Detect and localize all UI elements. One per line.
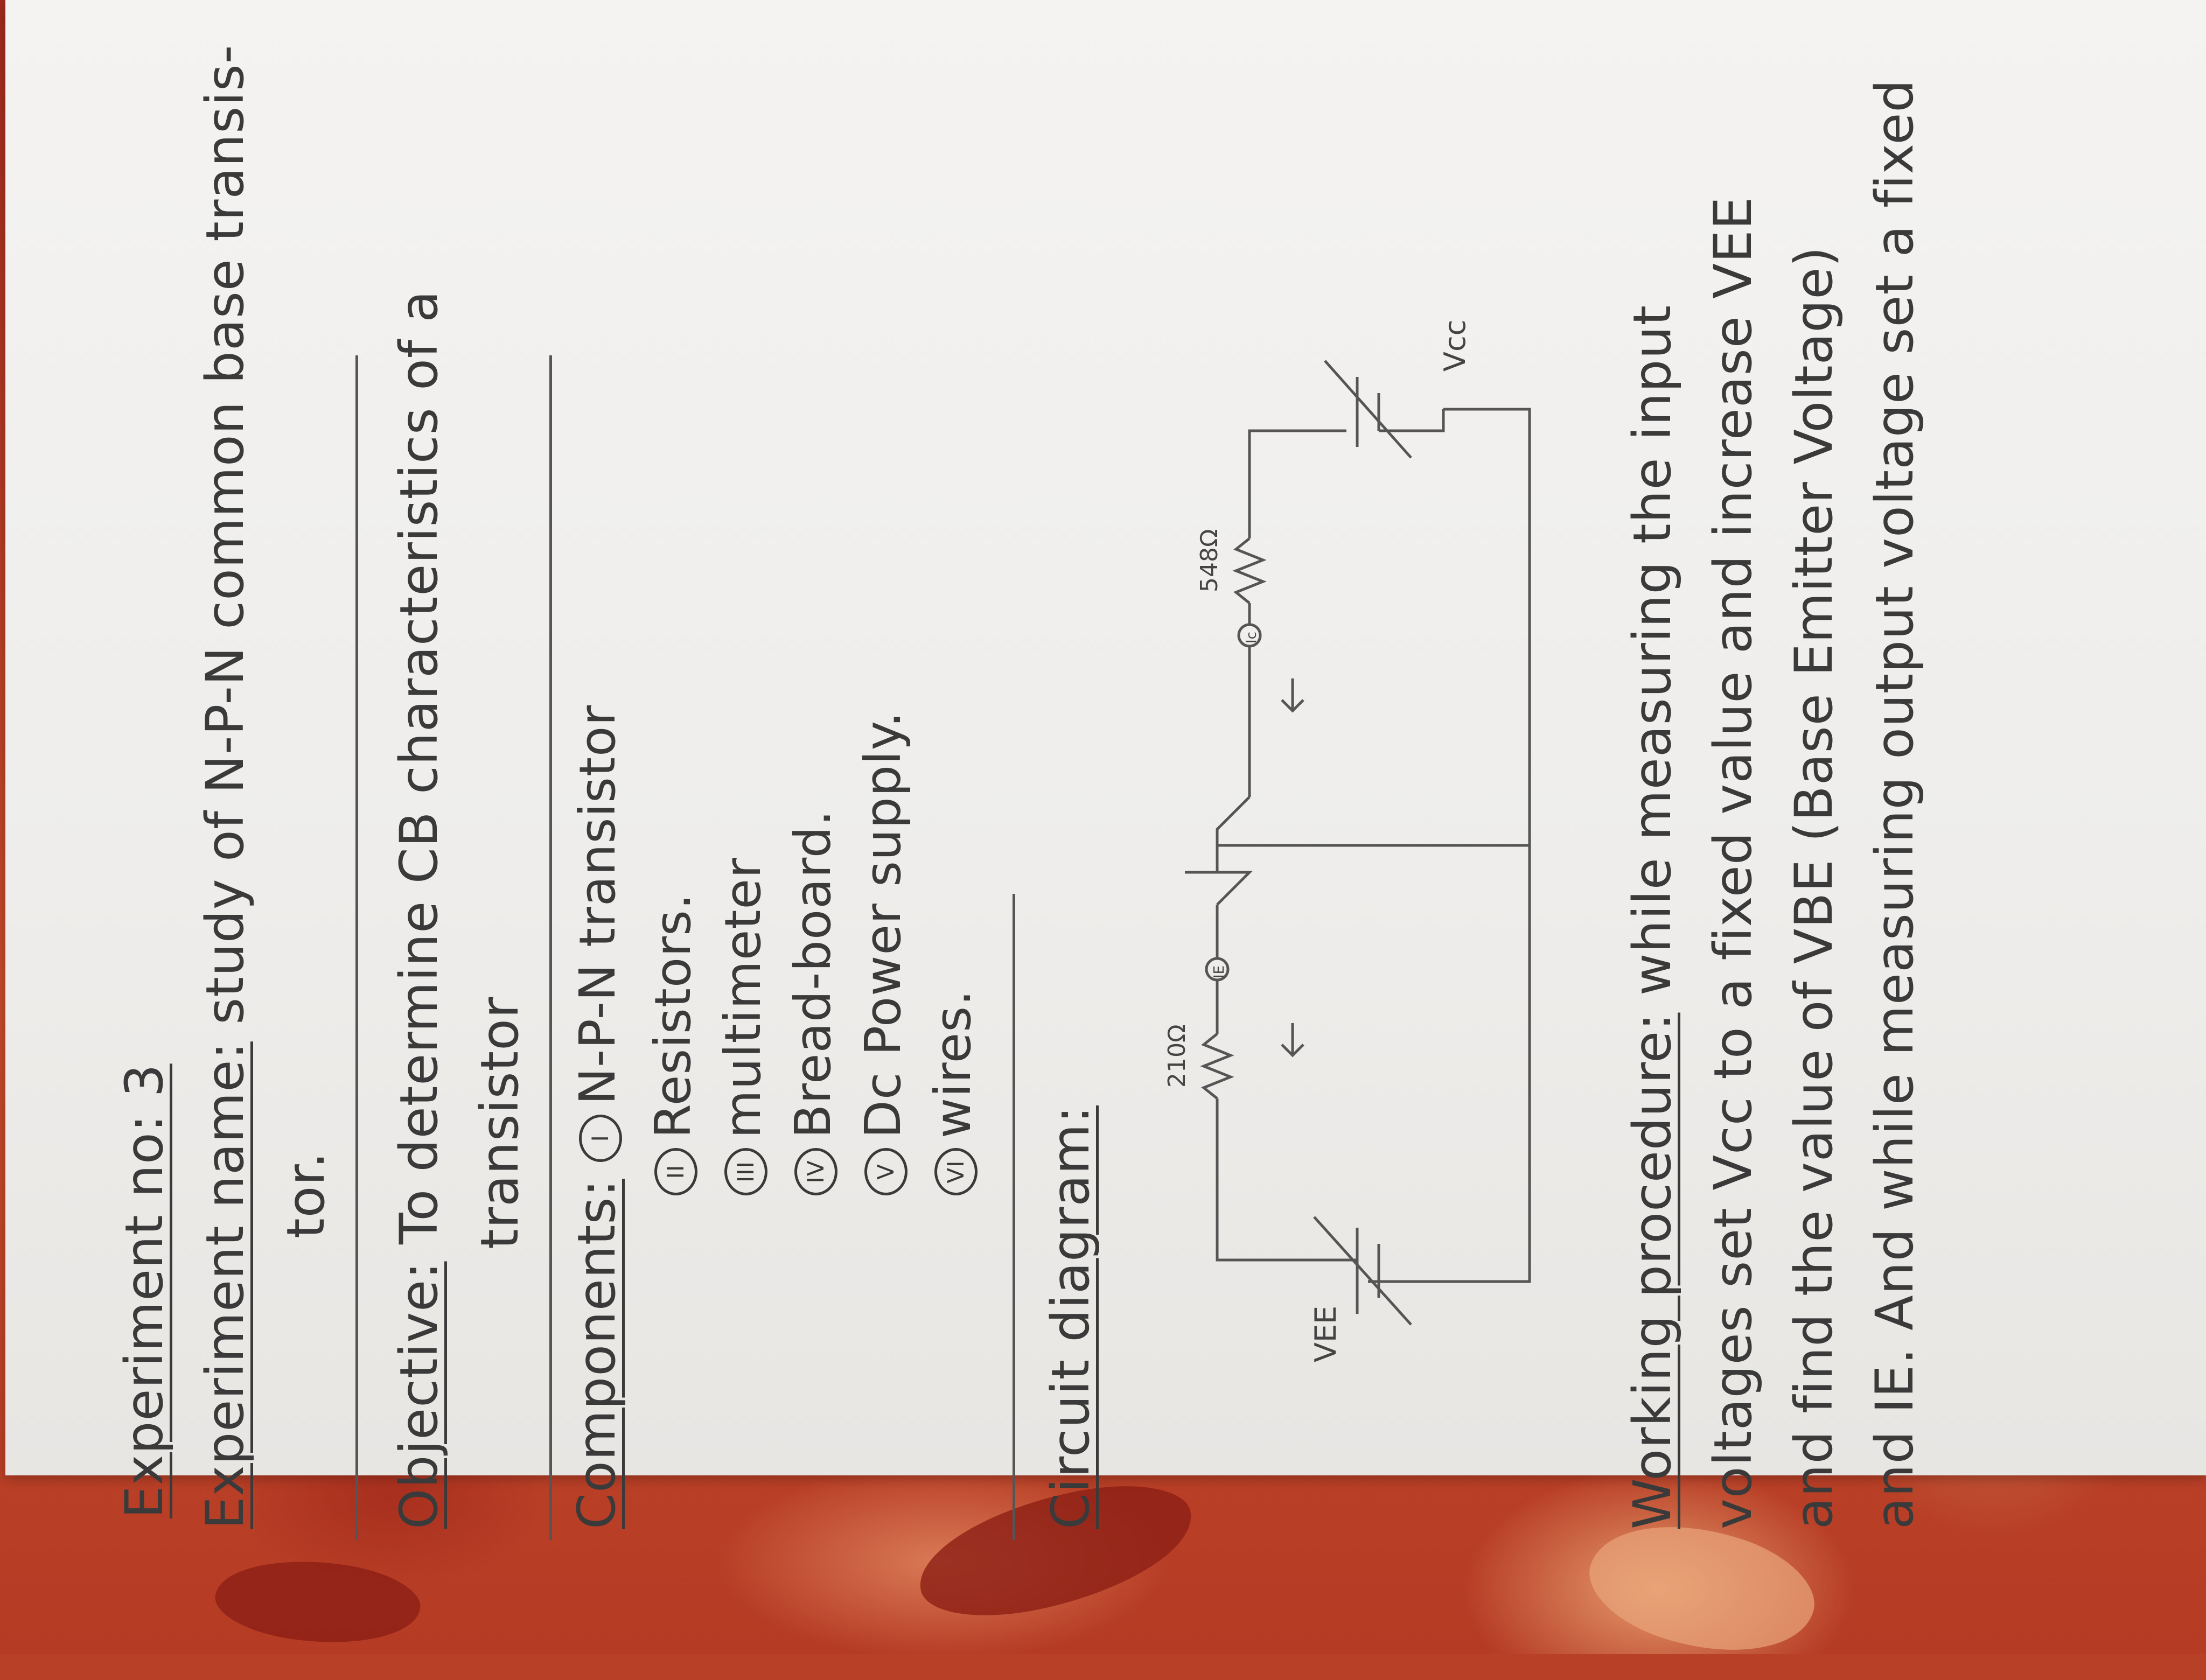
circuit-wire [1216, 1098, 1293, 1262]
source-left-variable-arrow [1313, 1216, 1412, 1326]
circuit-diagram: 210Ω 548Ω VEE Vcc IE Ic [1163, 320, 1531, 1362]
front-paper-sheet [5, 0, 2206, 1475]
current-arrow-right [1281, 678, 1304, 713]
transistor-collector [1216, 796, 1251, 872]
experiment-name-text-2: tor. [276, 1151, 336, 1238]
procedure-text-2: voltages set Vcc to a fixed value and in… [1703, 196, 1763, 1529]
procedure-text-3: and find the value of VBE (Base Emitter … [1784, 246, 1844, 1529]
handwritten-document: Experiment no: 3 Experiment name: study … [75, 0, 2176, 1540]
component-text: multimeter [714, 857, 772, 1138]
circuit-wire [1248, 429, 1346, 538]
source-right-variable-arrow [1324, 360, 1412, 459]
resistor-right-symbol [1232, 537, 1267, 604]
component-text: Resistors. [644, 893, 702, 1138]
resistor-left-label: 210Ω [1163, 1024, 1191, 1088]
experiment-name-label: Experiment name: [195, 1041, 255, 1529]
experiment-number-label: Experiment no: [114, 1114, 174, 1518]
component-item-6: VI wires. [924, 990, 982, 1195]
item-number-badge: III [724, 1148, 767, 1195]
item-number-badge: II [654, 1148, 697, 1195]
component-item-5: V Dc Power supply. [854, 711, 912, 1195]
procedure-line-1: Working procedure: while measuring the i… [1622, 305, 1683, 1529]
component-item-1: I N-P-N transistor [567, 705, 627, 1162]
source-right-plates [1356, 377, 1380, 447]
component-text: N-P-N transistor [569, 704, 626, 1105]
resistor-left-symbol [1200, 1033, 1234, 1100]
divider-line [1013, 894, 1015, 1540]
components-label: Components: [567, 1179, 627, 1529]
procedure-text-1: while measuring the input [1622, 305, 1683, 996]
objective-text-1: To determine CB characteristics of a [389, 290, 449, 1244]
components-line: Components: I N-P-N transistor [567, 705, 627, 1529]
procedure-line-2: voltages set Vcc to a fixed value and in… [1703, 197, 1763, 1529]
experiment-number: 3 [114, 1063, 174, 1097]
item-number-badge: V [864, 1148, 907, 1195]
item-number-badge: VI [934, 1148, 978, 1195]
procedure-line-4: and IE. And while measuring output volta… [1865, 79, 1925, 1529]
experiment-name-text-1: study of N-P-N common base transis- [195, 44, 255, 1025]
component-text: Dc Power supply. [854, 711, 912, 1138]
component-item-2: II Resistors. [644, 893, 702, 1195]
experiment-number-line: Experiment no: 3 [114, 1063, 174, 1518]
component-item-3: III multimeter [714, 857, 772, 1195]
current-arrow-left [1281, 1023, 1304, 1058]
procedure-text-4: and IE. And while measuring output volta… [1865, 79, 1925, 1529]
item-number-badge: I [578, 1114, 622, 1162]
objective-line: Objective: To determine CB characteristi… [389, 290, 449, 1529]
ammeter-right-label: Ic [1244, 632, 1260, 643]
circuit-diagram-label: Circuit diagram: [1041, 1105, 1101, 1529]
objective-line-2: transistor [470, 997, 530, 1249]
experiment-name-line: Experiment name: study of N-P-N common b… [195, 45, 255, 1529]
circuit-wire [1379, 409, 1445, 432]
component-text: wires. [924, 989, 982, 1138]
component-text: Bread-board. [784, 809, 842, 1138]
objective-text-2: transistor [470, 996, 530, 1249]
experiment-name-line-2: tor. [276, 1151, 336, 1238]
ammeter-left-label: IE [1211, 965, 1227, 978]
component-item-4: IV Bread-board. [784, 810, 842, 1195]
source-right-label: Vcc [1438, 320, 1472, 372]
divider-line [355, 355, 358, 1540]
item-number-badge: IV [794, 1148, 837, 1195]
source-left-label: VEE [1309, 1306, 1343, 1362]
transistor-emitter [1185, 871, 1253, 906]
objective-label: Objective: [389, 1261, 449, 1529]
procedure-label: Working procedure: [1622, 1012, 1683, 1529]
resistor-right-label: 548Ω [1196, 529, 1223, 592]
divider-line [549, 355, 552, 1540]
source-left-plates [1356, 1228, 1380, 1314]
procedure-line-3: and find the value of VBE (Base Emitter … [1784, 246, 1844, 1529]
